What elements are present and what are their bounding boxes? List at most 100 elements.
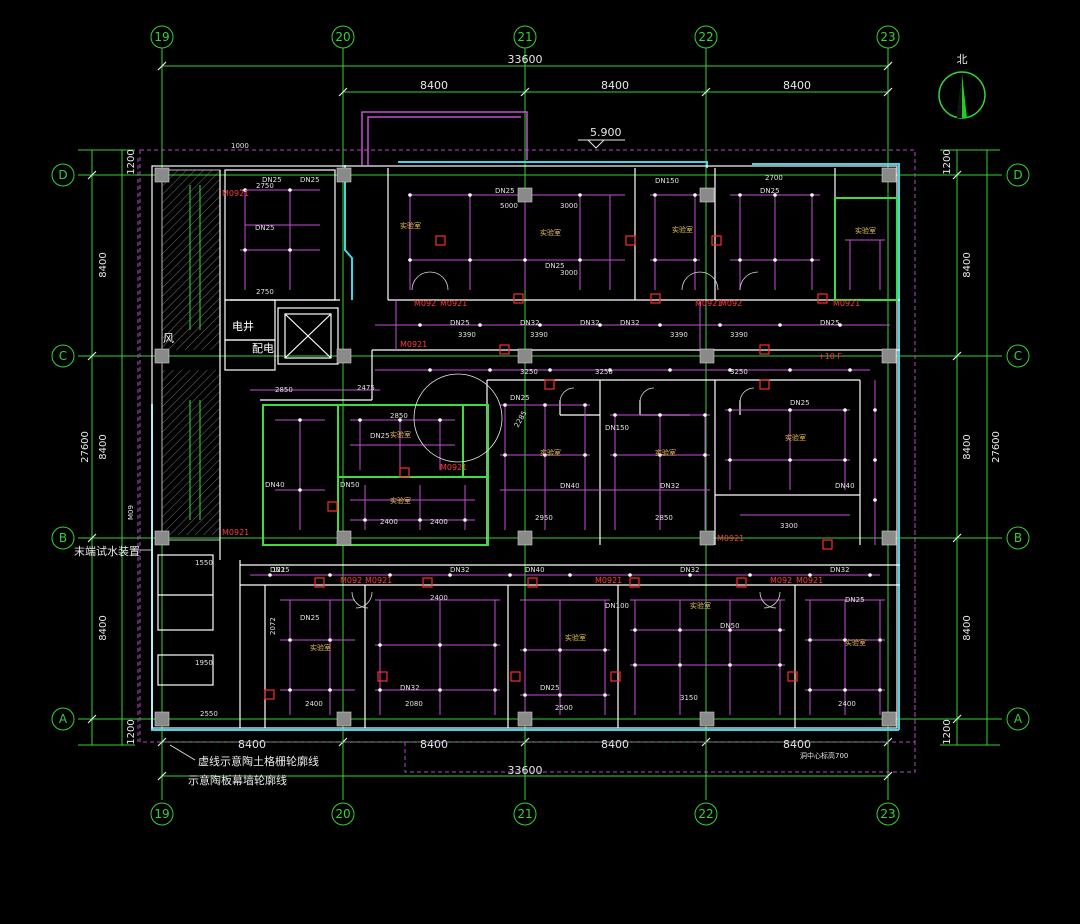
pipe-label: DN25: [495, 187, 515, 195]
door-tag: M0921: [695, 299, 722, 308]
room-tag: 实验室: [565, 633, 586, 642]
fire-hydrants: [264, 235, 833, 700]
axis-bubbles-bottom: 19 20 21 22 23: [150, 802, 900, 826]
room-tag: 实验室: [390, 430, 411, 439]
pipe-label: DN25: [790, 399, 810, 407]
axis-label-top: 21: [517, 30, 532, 44]
inner-dim: 2400: [838, 700, 856, 708]
room-tag: 实验室: [785, 433, 806, 442]
inner-dim: 2400: [380, 518, 398, 526]
axis-grid: [78, 48, 1002, 800]
axis-label-left: B: [59, 531, 67, 545]
inner-dim: 2700: [765, 174, 783, 182]
pipe-label: DN40: [525, 566, 545, 574]
room-tag: 实验室: [540, 448, 561, 457]
pipe-label: DN25: [370, 432, 390, 440]
inner-dim: 2750: [256, 288, 274, 296]
note-dashed-legend: 虚线示意陶土格栅轮廓线: [198, 754, 319, 768]
inner-dim: 2850: [275, 386, 293, 394]
partitions: [262, 197, 898, 546]
dim-left: 8400: [98, 434, 109, 459]
inner-dim: 3250: [520, 368, 538, 376]
axis-bubbles-left: D C B A: [51, 163, 75, 731]
dim-right: 1200: [942, 149, 953, 174]
inner-dim: 3390: [530, 331, 548, 339]
door-labels: M0921 M092 M0921 M0921 M092 M0921 M0921 …: [222, 189, 860, 585]
room-tag: 实验室: [400, 221, 421, 230]
room-power-distribution: 配电: [252, 342, 274, 355]
inner-dim: 2400: [430, 518, 448, 526]
pipe-label: DN25: [255, 224, 275, 232]
pipe-label: DN32: [400, 684, 420, 692]
room-tag: 实验室: [845, 638, 866, 647]
dim-left-overall: 27600: [80, 431, 91, 463]
pipe-label: DN50: [340, 481, 360, 489]
room-tag: 实验室: [310, 643, 331, 652]
pipe-label: DN150: [655, 177, 679, 185]
inner-dim: 3250: [730, 368, 748, 376]
room-tag: 实验室: [855, 226, 876, 235]
room-electric-shaft: 电井: [232, 319, 254, 333]
axis-label-top: 23: [880, 30, 895, 44]
room-tag: 实验室: [540, 228, 561, 237]
north-label: 北: [957, 53, 968, 66]
axis-label-top: 19: [154, 30, 169, 44]
pipe-label: DN32: [830, 566, 850, 574]
dim-right-overall: 27600: [991, 431, 1002, 463]
inner-dim: 1950: [195, 659, 213, 667]
dim-bay-top: 8400: [783, 79, 811, 92]
door-tag: M0921: [222, 528, 249, 537]
sprinkler-heads: [243, 188, 882, 697]
pipe-label: DN32: [660, 482, 680, 490]
note-bottom-tag: 洞中心标高700: [800, 751, 848, 760]
door-tag: M092: [414, 299, 436, 308]
room-tag: 实验室: [655, 448, 676, 457]
inner-dim: 3390: [730, 331, 748, 339]
dim-bay-bottom: 8400: [238, 738, 266, 751]
parapet: [361, 111, 528, 165]
note-solid-legend: 示意陶板幕墙轮廓线: [188, 773, 287, 787]
dim-left-texts: 1200 8400 8400 8400 1200 27600: [80, 149, 137, 744]
inner-dim: 2400: [430, 594, 448, 602]
door-tag: M092: [720, 299, 742, 308]
axis-label-bottom: 19: [154, 807, 169, 821]
pipe-network: [240, 189, 890, 715]
door-m09: M09: [127, 505, 135, 520]
axis-label-right: C: [1014, 349, 1022, 363]
door-tag: M0921: [440, 299, 467, 308]
inner-dim: 2072: [269, 617, 277, 635]
dim-bay-bottom: 8400: [601, 738, 629, 751]
door-tag: M0921: [365, 576, 392, 585]
dim-overall-bottom: 33600: [508, 764, 543, 777]
room-tag: 实验室: [672, 225, 693, 234]
inner-dim: 2550: [200, 710, 218, 718]
dim-left: 8400: [98, 252, 109, 277]
leader-line: [169, 744, 196, 761]
room-wind: 风: [163, 332, 174, 345]
pipe-label: DN32: [450, 566, 470, 574]
axis-label-right: D: [1013, 168, 1022, 182]
inner-dim: 2850: [390, 412, 408, 420]
dim-bay-bottom: 8400: [420, 738, 448, 751]
axis-label-left: A: [59, 712, 68, 726]
inner-dim: 2750: [256, 182, 274, 190]
axis-label-bottom: 21: [517, 807, 532, 821]
axis-bubbles-right: D C B A: [1006, 163, 1030, 731]
pipe-label: DN32: [620, 319, 640, 327]
inner-dim: 3300: [780, 522, 798, 530]
inner-dim: 3000: [560, 269, 578, 277]
turning-circle: [413, 373, 503, 463]
inner-dim: 3150: [680, 694, 698, 702]
door-tag: M0921: [440, 463, 467, 472]
axis-label-right: B: [1014, 531, 1022, 545]
note-end-water-test: 末端试水装置: [74, 544, 140, 558]
pipe-label: DN150: [605, 424, 629, 432]
elevation-marker: 5.900: [578, 126, 625, 149]
axis-label-top: 22: [698, 30, 713, 44]
door-swings: [351, 271, 781, 609]
axis-label-left: D: [58, 168, 67, 182]
elevation-label: 5.900: [590, 126, 622, 139]
dim-right: 8400: [962, 434, 973, 459]
inner-dim: 3000: [560, 202, 578, 210]
